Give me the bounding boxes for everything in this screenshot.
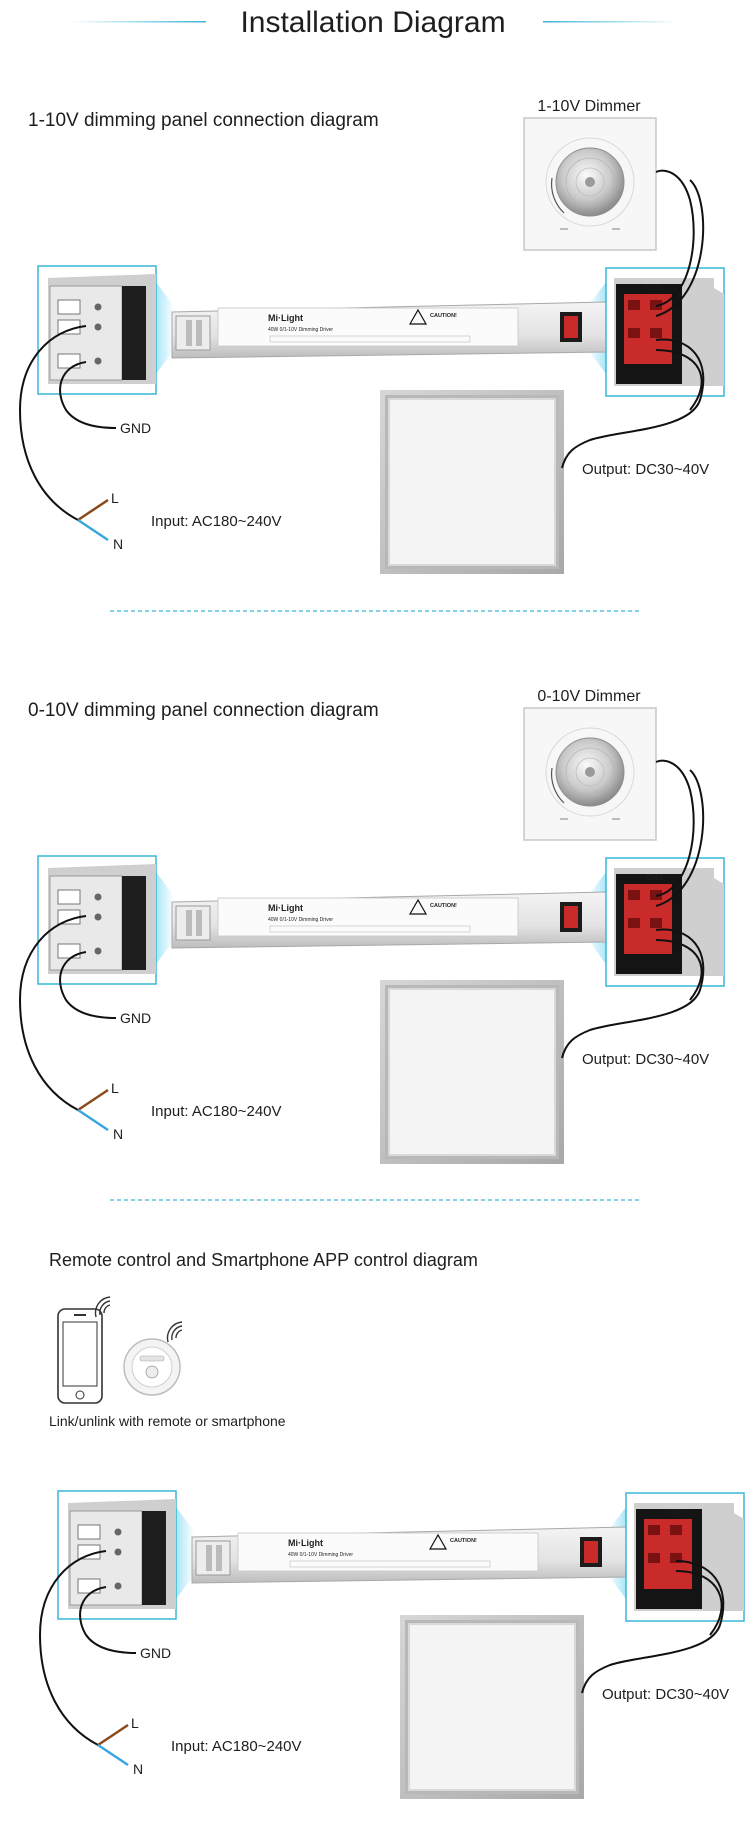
gnd-wire	[79, 1586, 137, 1654]
gnd-label: GND	[120, 420, 151, 436]
section-heading: 0-10V dimming panel connection diagram	[28, 700, 379, 721]
output-wire-2	[655, 349, 703, 411]
dimmer-label: 1-10V Dimmer	[537, 98, 641, 115]
glow-left	[156, 282, 174, 374]
gnd-wire	[59, 361, 117, 429]
gnd-label: GND	[140, 1645, 171, 1661]
n-wire	[97, 1743, 129, 1767]
n-wire	[77, 1108, 109, 1132]
dimmer-icon	[523, 117, 657, 251]
output-wire-2	[655, 939, 703, 1001]
output-wire-1	[581, 1560, 725, 1694]
driver-caution: CAUTION!	[430, 903, 457, 909]
dimmer-wire-2	[655, 179, 705, 317]
output-label: Output: DC30~40V	[602, 1686, 729, 1703]
output-wire-1	[561, 928, 705, 1059]
output-label: Output: DC30~40V	[582, 1051, 709, 1068]
l-label: L	[111, 1080, 119, 1096]
terminal-label: CN3	[646, 873, 663, 882]
input-terminal	[37, 265, 157, 395]
output-terminal	[625, 1492, 745, 1622]
led-panel	[379, 389, 565, 575]
led-driver: Mi·Light 40W 0/1-10V Dimming Driver CAUT…	[191, 1526, 627, 1584]
dimmer-wire-1	[655, 169, 695, 307]
l-wire	[77, 498, 109, 522]
led-driver: Mi·Light 40W 0/1-10V Dimming Driver CAUT…	[171, 301, 607, 359]
dimmer-icon	[523, 707, 657, 841]
driver-model: 40W 0/1-10V Dimming Driver	[268, 917, 333, 923]
input-label: Input: AC180~240V	[171, 1738, 302, 1755]
dimmer-wire-1	[655, 759, 695, 897]
n-label: N	[113, 1126, 123, 1142]
n-label: N	[113, 536, 123, 552]
driver-model: 40W 0/1-10V Dimming Driver	[268, 327, 333, 333]
output-terminal	[605, 267, 725, 397]
driver-brand: Mi·Light	[288, 1538, 323, 1548]
l-label: L	[111, 490, 119, 506]
l-label: L	[131, 1715, 139, 1731]
page-title: Installation Diagram	[240, 6, 505, 39]
section-1-10v-diagram: 1-10V dimming panel connection diagram 1…	[18, 98, 725, 575]
link-caption: Link/unlink with remote or smartphone	[49, 1413, 286, 1429]
driver-brand: Mi·Light	[268, 313, 303, 323]
terminal-label: CN3	[666, 1508, 683, 1517]
led-driver: Mi·Light 40W 0/1-10V Dimming Driver CAUT…	[171, 891, 607, 949]
section-remote-app-diagram: Remote control and Smartphone APP contro…	[38, 1250, 745, 1800]
led-panel	[379, 979, 565, 1165]
l-wire	[97, 1723, 129, 1747]
input-wire-live	[18, 915, 87, 1111]
driver-caution: CAUTION!	[450, 1538, 477, 1544]
output-label: Output: DC30~40V	[582, 461, 709, 478]
l-wire	[77, 1088, 109, 1112]
input-terminal	[37, 855, 157, 985]
output-wire-1	[561, 338, 705, 469]
driver-model: 40W 0/1-10V Dimming Driver	[288, 1552, 353, 1558]
output-wire-2	[675, 1570, 723, 1636]
output-terminal	[605, 857, 725, 987]
glow-left	[156, 872, 174, 964]
driver-brand: Mi·Light	[268, 903, 303, 913]
input-wire-live	[38, 1550, 107, 1746]
input-label: Input: AC180~240V	[151, 1103, 282, 1120]
gnd-label: GND	[120, 1010, 151, 1026]
title-rule-left	[70, 21, 206, 23]
smartphone-icon	[57, 1296, 111, 1404]
section-0-10v-diagram: 0-10V dimming panel connection diagram 0…	[18, 688, 725, 1165]
section-heading: 1-10V dimming panel connection diagram	[28, 110, 379, 131]
gnd-wire	[59, 951, 117, 1019]
input-label: Input: AC180~240V	[151, 513, 282, 530]
led-panel	[399, 1614, 585, 1800]
n-wire	[77, 518, 109, 542]
dimmer-wire-2	[655, 769, 705, 907]
section-heading: Remote control and Smartphone APP contro…	[49, 1250, 478, 1270]
terminal-label: CN3	[646, 283, 663, 292]
glow-left	[176, 1507, 194, 1599]
title-rule-right	[543, 21, 679, 23]
dimmer-label: 0-10V Dimmer	[537, 688, 641, 705]
input-terminal	[57, 1490, 177, 1620]
driver-caution: CAUTION!	[430, 313, 457, 319]
remote-control-icon	[123, 1321, 183, 1396]
input-wire-live	[18, 325, 87, 521]
n-label: N	[133, 1761, 143, 1777]
